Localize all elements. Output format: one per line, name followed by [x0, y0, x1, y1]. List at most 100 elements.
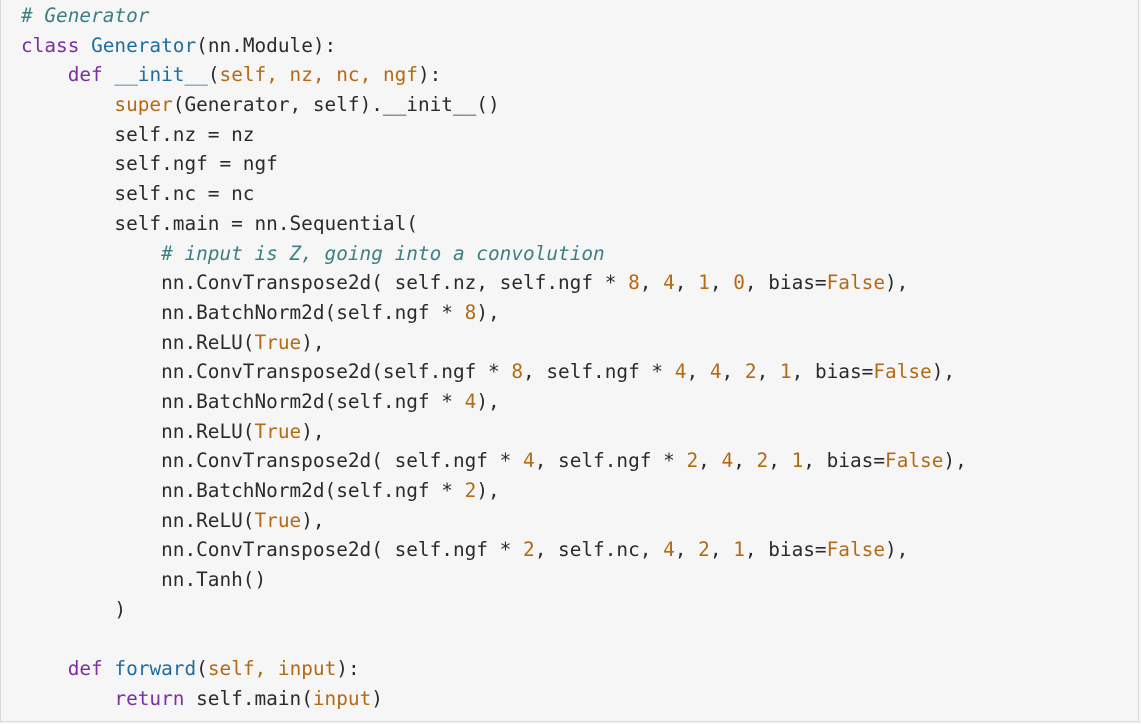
- code-line: nn.ConvTranspose2d( self.nz, self.ngf * …: [21, 268, 967, 298]
- code-token-fn: forward: [114, 657, 197, 681]
- code-token-const: True: [254, 330, 302, 354]
- code-token-plain: [21, 93, 114, 116]
- code-token-plain: ),: [885, 271, 909, 295]
- code-token-plain: nn.ReLU(: [21, 508, 255, 532]
- code-line: self.ngf = ngf: [21, 149, 967, 179]
- code-line: def forward(self, input):: [21, 654, 967, 684]
- code-token-plain: ,: [686, 360, 710, 384]
- code-line: self.nz = nz: [21, 120, 967, 150]
- code-token-plain: [21, 687, 114, 710]
- code-token-number: 8: [464, 300, 477, 324]
- code-line: self.main = nn.Sequential(: [21, 209, 967, 239]
- code-token-number: 2: [686, 449, 699, 473]
- code-token-plain: [21, 63, 68, 86]
- code-token-number: 8: [511, 360, 524, 384]
- code-token-plain: [103, 63, 115, 86]
- code-line: ​: [21, 624, 967, 654]
- code-token-plain: nn.BatchNorm2d(self.ngf *: [21, 300, 465, 324]
- code-token-plain: nn.ReLU(: [21, 419, 255, 443]
- code-token-const: True: [254, 508, 302, 532]
- code-token-plain: nn.BatchNorm2d(self.ngf *: [21, 389, 465, 413]
- code-token-param: self, input: [207, 657, 337, 681]
- code-line: class Generator(nn.Module):: [21, 31, 967, 61]
- code-token-plain: , bias=: [803, 449, 886, 473]
- code-token-plain: ,: [674, 271, 699, 295]
- code-token-builtin: input: [312, 686, 372, 710]
- code-token-keyword: def: [67, 63, 103, 87]
- code-line: super(Generator, self).__init__(): [21, 90, 967, 120]
- code-token-plain: self.nz = nz: [21, 122, 255, 146]
- code-token-plain: , bias=: [744, 271, 827, 295]
- code-token-plain: ),: [885, 538, 909, 562]
- code-token-const: False: [826, 271, 885, 295]
- code-token-plain: ):: [336, 657, 360, 681]
- code-line: nn.ConvTranspose2d( self.ngf * 4, self.n…: [21, 446, 967, 476]
- code-token-plain: , self.nc,: [534, 538, 664, 562]
- code-token-plain: ,: [756, 360, 780, 384]
- code-token-plain: (Generator, self).__init__(): [172, 93, 500, 117]
- code-token-plain: ),: [301, 508, 325, 532]
- code-token-keyword: def: [67, 657, 103, 681]
- code-token-const: False: [826, 538, 885, 562]
- code-token-plain: [103, 657, 115, 680]
- code-token-number: 2: [756, 449, 769, 473]
- code-line: ): [21, 595, 967, 625]
- code-line: self.nc = nc: [21, 179, 967, 209]
- code-line: def __init__(self, nz, nc, ngf):: [21, 60, 967, 90]
- code-token-plain: , self.ngf *: [534, 449, 687, 473]
- code-token-plain: ),: [301, 419, 325, 443]
- code-token-plain: self.ngf = ngf: [21, 152, 278, 176]
- code-token-number: 0: [733, 271, 745, 295]
- code-line: nn.ReLU(True),: [21, 417, 967, 447]
- code-token-number: 4: [709, 360, 722, 384]
- code-token-plain: , self.ngf *: [523, 360, 675, 384]
- code-token-comment: # Generator: [21, 4, 150, 27]
- code-token-plain: , bias=: [791, 360, 874, 384]
- code-token-plain: ,: [709, 538, 734, 562]
- code-token-const: True: [254, 419, 302, 443]
- code-line: nn.Tanh(): [21, 565, 967, 595]
- code-token-plain: (: [196, 657, 208, 681]
- code-token-plain: ,: [768, 449, 792, 473]
- code-token-plain: self.main(: [184, 686, 313, 710]
- code-token-plain: ,: [733, 449, 757, 473]
- code-token-plain: nn.ConvTranspose2d( self.nz, self.ngf *: [21, 271, 629, 295]
- code-token-plain: [21, 657, 68, 680]
- code-line: nn.ConvTranspose2d(self.ngf * 8, self.ng…: [21, 357, 967, 387]
- code-token-number: 4: [663, 271, 675, 295]
- code-token-number: 2: [464, 479, 477, 502]
- code-token-plain: ),: [943, 449, 967, 473]
- code-token-number: 4: [523, 449, 535, 473]
- code-token-keyword: class: [21, 33, 80, 57]
- code-token-number: 2: [698, 538, 710, 562]
- code-token-keyword: return: [114, 686, 185, 710]
- code-line: # Generator: [21, 1, 967, 31]
- code-token-const: False: [873, 360, 932, 384]
- code-line: return self.main(input): [21, 684, 967, 714]
- code-token-plain: ): [371, 686, 383, 710]
- code-token-plain: ,: [698, 449, 722, 473]
- code-token-number: 1: [733, 538, 745, 562]
- code-token-plain: nn.Tanh(): [21, 568, 267, 592]
- code-token-plain: ):: [417, 63, 442, 87]
- code-token-plain: nn.ConvTranspose2d(self.ngf *: [21, 360, 512, 384]
- code-token-number: 8: [628, 271, 640, 295]
- code-token-plain: ): [21, 597, 127, 621]
- code-token-plain: nn.ConvTranspose2d( self.ngf *: [21, 449, 523, 473]
- code-token-plain: , bias=: [744, 538, 827, 562]
- code-token-comment: # input is Z, going into a convolution: [161, 241, 605, 265]
- code-line: nn.BatchNorm2d(self.ngf * 2),: [21, 476, 967, 506]
- code-token-plain: [79, 34, 91, 57]
- code-token-plain: ),: [476, 389, 500, 413]
- code-token-plain: ),: [301, 330, 325, 354]
- code-line: nn.ReLU(True),: [21, 328, 967, 358]
- code-token-number: 4: [721, 449, 734, 473]
- code-token-param: self, nz, nc, ngf: [219, 63, 418, 87]
- code-token-plain: (nn.Module):: [196, 33, 337, 57]
- code-token-number: 1: [698, 271, 710, 295]
- code-token-number: 1: [779, 360, 792, 384]
- code-token-plain: nn.ReLU(: [21, 330, 255, 354]
- code-token-builtin: super: [114, 93, 173, 117]
- code-token-plain: ),: [476, 300, 500, 324]
